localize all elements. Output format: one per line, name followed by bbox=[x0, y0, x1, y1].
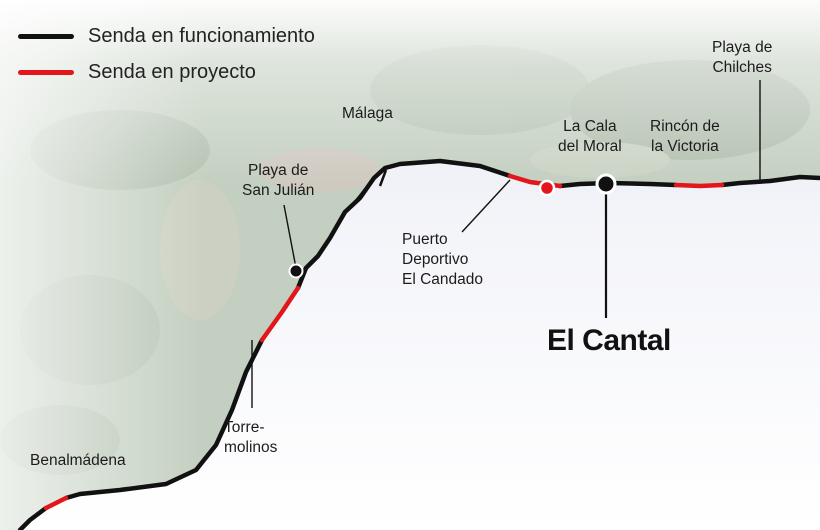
label-la-cala-del-moral: La Cala del Moral bbox=[558, 118, 622, 155]
label-torremolinos: Torre- molinos bbox=[224, 419, 278, 456]
legend-swatch-operating bbox=[18, 33, 74, 39]
path-operating-malaga bbox=[295, 158, 513, 291]
marker-san-julian bbox=[288, 263, 304, 279]
marker-el-cantal bbox=[595, 173, 617, 195]
legend: Senda en funcionamiento Senda en proyect… bbox=[18, 18, 315, 90]
path-planned-benalmadena bbox=[43, 495, 69, 511]
legend-label-operating: Senda en funcionamiento bbox=[88, 24, 315, 47]
legend-item-planned: Senda en proyecto bbox=[18, 54, 315, 90]
label-malaga: Málaga bbox=[342, 105, 393, 122]
path-operating-benalmadena bbox=[17, 505, 49, 530]
legend-item-operating: Senda en funcionamiento bbox=[18, 18, 315, 54]
label-playa-chilches: Playa de Chilches bbox=[712, 39, 773, 76]
path-operating-torremolinos bbox=[63, 337, 265, 501]
label-puerto-deportivo-el-candado: Puerto Deportivo El Candado bbox=[402, 231, 484, 288]
label-playa-de-san-julian: Playa de San Julián bbox=[242, 162, 315, 199]
leader-san-julian bbox=[283, 204, 297, 269]
marker-planned-cala bbox=[538, 179, 556, 197]
legend-swatch-planned bbox=[18, 69, 74, 75]
legend-label-planned: Senda en proyecto bbox=[88, 60, 256, 83]
path-planned-chilches bbox=[673, 182, 725, 189]
port-pier-2 bbox=[378, 169, 388, 187]
label-el-cantal: El Cantal bbox=[547, 324, 671, 357]
path-operating-east bbox=[719, 174, 820, 188]
path-planned-san-julian bbox=[259, 285, 301, 343]
leader-candado bbox=[461, 179, 511, 233]
label-benalmadena: Benalmádena bbox=[30, 452, 126, 469]
label-rincon-de-la-victoria: Rincón de la Victoria bbox=[650, 118, 720, 155]
